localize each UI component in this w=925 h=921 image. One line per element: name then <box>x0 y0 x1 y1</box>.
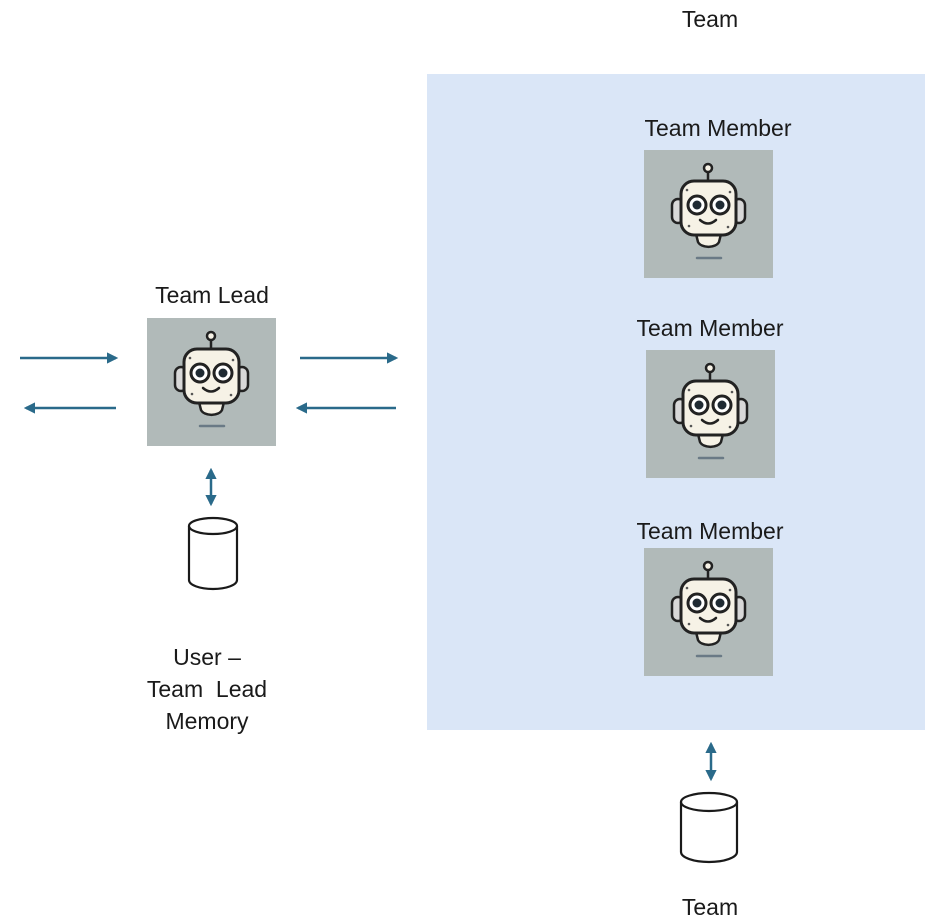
team-member-label-2: Team Member <box>636 315 784 341</box>
team-memory-database-icon <box>679 791 739 864</box>
robot-icon <box>672 362 749 460</box>
team-memory-label: Team <box>681 894 739 920</box>
team-lead-memory-database-icon <box>187 516 239 591</box>
team-member-robot-1 <box>644 150 773 278</box>
robot-icon <box>670 560 747 658</box>
team-lead-label: Team Lead <box>155 282 269 308</box>
robot-icon <box>670 162 747 260</box>
team-member-label-1: Team Member <box>644 115 792 141</box>
team-member-robot-2 <box>646 350 775 478</box>
memory-label-line-3: Memory <box>165 708 249 734</box>
team-lead-memory-label: User – Team Lead Memory <box>107 641 307 737</box>
memory-label-line-2: Team Lead <box>146 676 268 702</box>
team-member-robot-3 <box>644 548 773 676</box>
team-lead-robot <box>147 318 276 446</box>
memory-label-line-1: User – <box>173 644 241 670</box>
team-title: Team <box>681 6 739 32</box>
team-member-label-3: Team Member <box>636 518 784 544</box>
robot-icon <box>173 330 250 428</box>
